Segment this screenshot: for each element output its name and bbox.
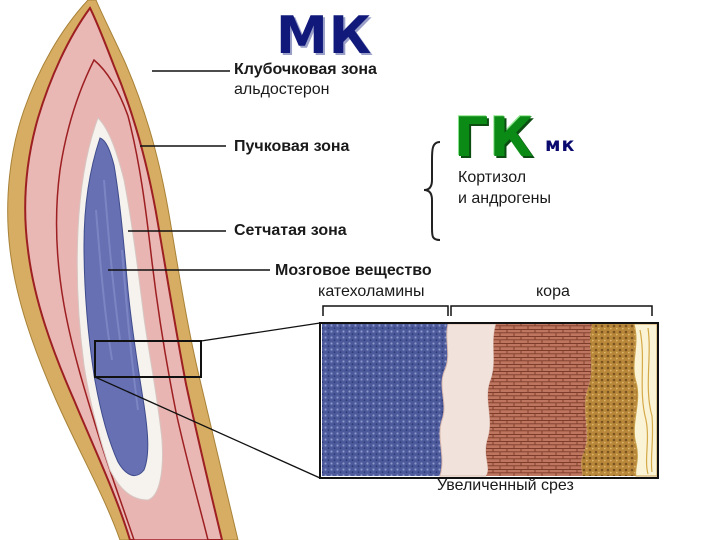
cortisol-label: Кортизол — [458, 169, 526, 187]
cortex-label: кора — [536, 283, 570, 301]
section-capsule — [634, 324, 657, 476]
mk-small-label: мк — [545, 134, 575, 156]
catecholamines-bracket — [323, 306, 448, 316]
zone-glomerular-label: Клубочковая зона — [234, 61, 377, 79]
section-fascicular — [486, 324, 592, 476]
enlarged-section — [320, 323, 658, 478]
medulla-label: Мозговое вещество — [275, 262, 432, 280]
section-medulla — [322, 324, 448, 476]
aldosterone-label: альдостерон — [234, 81, 329, 99]
cortisol-bracket — [424, 142, 440, 240]
zone-fascicular-label: Пучковая зона — [234, 138, 349, 156]
zone-reticular-label: Сетчатая зона — [234, 222, 347, 240]
gk-title: ГК — [454, 106, 535, 169]
cortex-bracket — [451, 306, 652, 316]
mk-title: МК — [276, 6, 372, 66]
enlarged-section-caption: Увеличенный срез — [437, 477, 574, 495]
catecholamines-label: катехоламины — [318, 283, 424, 301]
androgens-label: и андрогены — [458, 190, 551, 208]
